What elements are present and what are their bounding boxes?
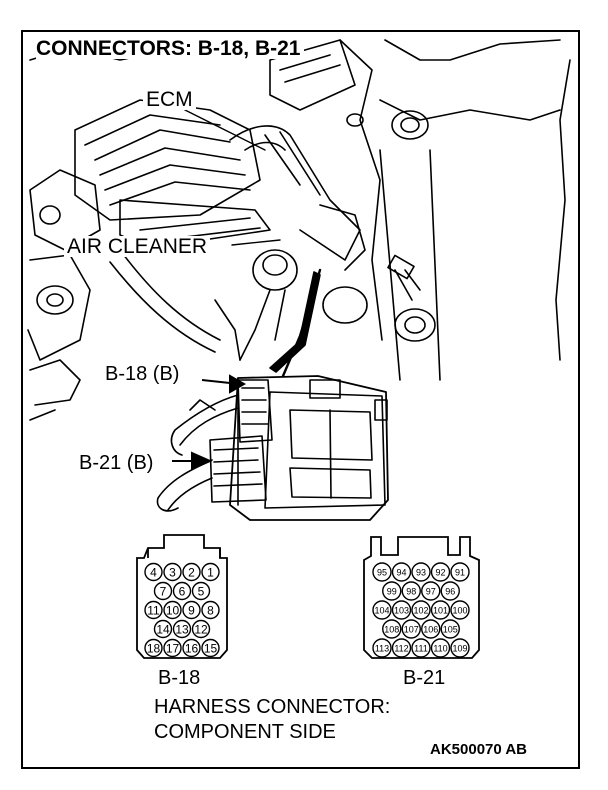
b18-pin-label: 8 bbox=[207, 604, 214, 618]
b21-pin-105 bbox=[440, 619, 460, 639]
b21-pin-104 bbox=[372, 600, 392, 620]
b18-pin-label: 5 bbox=[198, 585, 205, 599]
b21-pin-label: 108 bbox=[384, 625, 399, 635]
b21-pin-label: 105 bbox=[443, 625, 458, 635]
b18-pin-2 bbox=[182, 562, 201, 582]
harness-caption-line2: COMPONENT SIDE bbox=[154, 721, 336, 743]
b21-pin-99 bbox=[382, 581, 402, 601]
b21-pin-92 bbox=[430, 562, 451, 582]
b18-pin-4 bbox=[144, 562, 163, 582]
b18-pin-label: 1 bbox=[207, 566, 214, 580]
b21-pin-91 bbox=[450, 562, 470, 582]
b21-pin-label: 94 bbox=[396, 568, 406, 578]
b18-pin-17 bbox=[163, 638, 182, 658]
figure-code: AK500070 AB bbox=[430, 741, 527, 758]
b18-pin-9 bbox=[182, 600, 201, 620]
b21-pin-label: 109 bbox=[452, 644, 467, 654]
b18-pin-13 bbox=[172, 619, 192, 639]
b18-pin-1 bbox=[201, 562, 220, 582]
b18-pointer-label: B-18 (B) bbox=[102, 364, 183, 384]
b21-pin-label: 93 bbox=[416, 568, 426, 578]
b21-pin-103 bbox=[391, 600, 412, 620]
b18-connector-caption: B-18 bbox=[158, 667, 201, 689]
b21-pin-label: 98 bbox=[406, 587, 416, 597]
b18-pin-16 bbox=[182, 638, 201, 658]
b21-pin-113 bbox=[372, 638, 392, 658]
b21-connector-caption: B-21 bbox=[403, 667, 446, 689]
b18-pin-11 bbox=[144, 600, 163, 620]
b18-pin-label: 15 bbox=[204, 642, 218, 656]
b18-pin-5 bbox=[191, 581, 211, 601]
b21-pin-108 bbox=[382, 619, 402, 639]
b21-pin-label: 111 bbox=[414, 644, 428, 654]
b18-pin-10 bbox=[163, 600, 182, 620]
b21-pin-93 bbox=[411, 562, 431, 582]
b21-pin-100 bbox=[450, 600, 470, 620]
b21-connector-face bbox=[363, 536, 480, 659]
b18-pin-14 bbox=[153, 619, 173, 639]
b18-pin-label: 6 bbox=[179, 585, 186, 599]
b18-pin-label: 16 bbox=[185, 642, 199, 656]
b21-pin-96 bbox=[440, 581, 460, 601]
b18-pin-label: 14 bbox=[156, 623, 170, 637]
b21-pin-label: 100 bbox=[452, 606, 467, 616]
b18-pin-label: 9 bbox=[188, 604, 195, 618]
b18-pin-label: 11 bbox=[147, 604, 160, 618]
b18-pin-label: 10 bbox=[166, 604, 180, 618]
b18-pin-3 bbox=[163, 562, 182, 582]
b21-pin-101 bbox=[430, 600, 451, 620]
b21-pin-95 bbox=[372, 562, 392, 582]
b21-pin-label: 107 bbox=[404, 625, 419, 635]
b21-pin-label: 106 bbox=[423, 625, 438, 635]
b21-pin-label: 95 bbox=[377, 568, 387, 578]
b18-pin-label: 13 bbox=[175, 623, 189, 637]
b18-pin-label: 7 bbox=[160, 585, 167, 599]
harness-caption-line1: HARNESS CONNECTOR: bbox=[154, 696, 391, 718]
b21-pin-97 bbox=[421, 581, 441, 601]
b18-pin-label: 3 bbox=[169, 566, 176, 580]
b18-pin-label: 2 bbox=[188, 566, 195, 580]
b21-pin-102 bbox=[411, 600, 431, 620]
b21-pin-label: 113 bbox=[375, 644, 389, 654]
b18-connector-face bbox=[136, 534, 228, 659]
b21-pin-label: 112 bbox=[394, 644, 408, 654]
b21-pin-110 bbox=[430, 638, 451, 658]
air-cleaner-label: AIR CLEANER bbox=[64, 236, 211, 257]
b21-pin-94 bbox=[391, 562, 412, 582]
b18-pin-label: 12 bbox=[194, 623, 208, 637]
b18-pin-8 bbox=[201, 600, 220, 620]
b21-pin-107 bbox=[401, 619, 421, 639]
b18-pin-label: 4 bbox=[150, 566, 157, 580]
b18-pin-label: 18 bbox=[147, 642, 161, 656]
b18-pin-label: 17 bbox=[166, 642, 180, 656]
b21-pin-grid: 95 94 93 92 91 99 98 97 96 104 103 102 101 100 108 107 1… bbox=[372, 562, 470, 658]
b21-pin-label: 102 bbox=[413, 606, 428, 616]
ecm-label: ECM bbox=[143, 89, 196, 110]
b21-pin-label: 91 bbox=[455, 568, 465, 578]
b21-pin-label: 96 bbox=[445, 587, 455, 597]
b18-pin-18 bbox=[144, 638, 163, 658]
b21-pin-109 bbox=[450, 638, 470, 658]
b21-pin-label: 92 bbox=[435, 568, 445, 578]
figure-title: CONNECTORS: B-18, B-21 bbox=[36, 38, 304, 59]
b18-pin-7 bbox=[153, 581, 173, 601]
b21-pin-label: 103 bbox=[394, 606, 409, 616]
b21-pin-label: 104 bbox=[374, 606, 389, 616]
b21-pin-106 bbox=[421, 619, 441, 639]
b21-pin-label: 110 bbox=[433, 644, 447, 654]
b18-pin-12 bbox=[191, 619, 211, 639]
b18-pin-15 bbox=[201, 638, 220, 658]
b21-pin-112 bbox=[391, 638, 412, 658]
b18-pin-6 bbox=[172, 581, 192, 601]
b21-pin-label: 97 bbox=[426, 587, 436, 597]
b21-pin-label: 101 bbox=[433, 606, 448, 616]
b21-pointer-label: B-21 (B) bbox=[76, 453, 157, 473]
b21-pin-111 bbox=[411, 638, 431, 658]
b21-pin-label: 99 bbox=[387, 587, 397, 597]
b21-pin-98 bbox=[401, 581, 421, 601]
